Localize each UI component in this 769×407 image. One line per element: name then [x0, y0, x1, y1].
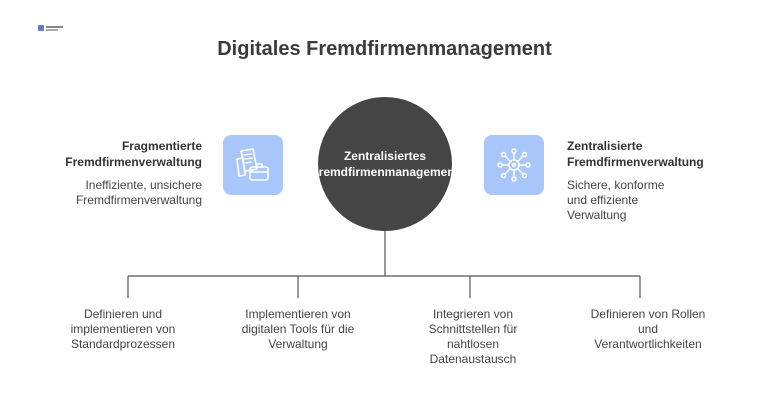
- step-line: nahtlosen: [446, 337, 500, 351]
- right-description-line: Verwaltung: [567, 208, 627, 222]
- left-description-line: Fremdfirmenverwaltung: [75, 193, 202, 207]
- left-heading: Fragmentierte Fremdfirmenverwaltung: [40, 138, 202, 170]
- central-node-line: Zentralisiertes: [343, 149, 427, 163]
- right-description-line: und effiziente: [567, 193, 639, 207]
- fragmented-documents-icon: [223, 135, 283, 195]
- network-hub-icon: [484, 135, 544, 195]
- step-line: Standardprozessen: [70, 337, 176, 351]
- right-description: Sichere, konforme und effiziente Verwalt…: [567, 178, 747, 223]
- step-line: digitalen Tools für die: [241, 322, 355, 336]
- left-description-line: Ineffiziente, unsichere: [85, 178, 202, 192]
- left-heading-line: Fremdfirmenverwaltung: [65, 155, 202, 169]
- step-interfaces: Integrieren von Schnittstellen für nahtl…: [398, 307, 548, 367]
- step-line: Verantwortlichkeiten: [594, 337, 702, 351]
- company-logo: [38, 25, 63, 31]
- right-description-line: Sichere, konforme: [567, 178, 665, 192]
- step-standard-processes: Definieren und implementieren von Standa…: [48, 307, 198, 352]
- step-line: Integrieren von: [432, 307, 514, 321]
- step-line: implementieren von: [70, 322, 176, 336]
- left-heading-line: Fragmentierte: [121, 139, 202, 153]
- step-line: Implementieren von: [245, 307, 351, 321]
- step-digital-tools: Implementieren von digitalen Tools für d…: [223, 307, 373, 352]
- step-line: Schnittstellen für: [428, 322, 518, 336]
- step-line: und: [637, 322, 659, 336]
- step-line: Definieren und: [83, 307, 163, 321]
- right-heading-line: Zentralisierte: [567, 139, 643, 153]
- step-roles: Definieren von Rollen und Verantwortlich…: [573, 307, 723, 352]
- step-line: Verwaltung: [268, 337, 328, 351]
- left-description: Ineffiziente, unsichere Fremdfirmenverwa…: [40, 178, 202, 208]
- central-node-line: Fremdfirmenmanagement: [318, 165, 452, 179]
- right-heading-line: Fremdfirmenverwaltung: [567, 155, 704, 169]
- page-title: Digitales Fremdfirmenmanagement: [217, 38, 552, 60]
- central-node: Zentralisiertes Fremdfirmenmanagement: [318, 97, 452, 231]
- right-heading: Zentralisierte Fremdfirmenverwaltung: [567, 138, 747, 170]
- step-line: Definieren von Rollen: [590, 307, 706, 321]
- step-line: Datenaustausch: [429, 352, 517, 366]
